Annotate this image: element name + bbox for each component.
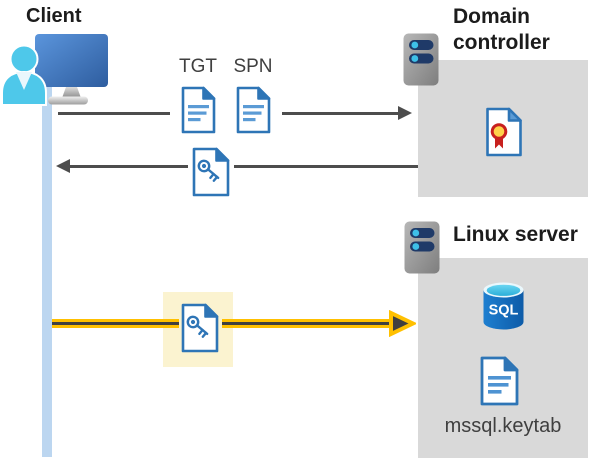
sql-connection-arrow-segment (222, 319, 392, 328)
response-arrowhead-icon (56, 159, 70, 173)
key-document-icon (181, 303, 219, 353)
person-collar-icon (16, 72, 32, 90)
key-document-icon (192, 147, 230, 197)
client-timeline-bar (42, 86, 52, 457)
monitor-icon (35, 34, 108, 87)
tgt-document-icon (181, 86, 216, 134)
kerberos-ticket-wrap (188, 144, 234, 200)
person-head-icon (9, 44, 39, 74)
domain-controller-label: Domain controller (453, 5, 550, 54)
monitor-stand-icon (62, 87, 81, 98)
client-workstation-icon (1, 34, 108, 106)
keytab-document-icon (480, 356, 519, 406)
sql-icon-label: SQL (489, 303, 519, 319)
tgt-label: TGT (179, 56, 217, 77)
linux-server-label: Linux server (453, 223, 578, 246)
monitor-base-icon (48, 96, 88, 105)
sql-connection-arrow-segment (52, 319, 179, 328)
spn-label: SPN (233, 56, 273, 77)
domain-controller-server-icon (403, 33, 439, 86)
response-arrow (67, 165, 418, 168)
sql-database-icon: SQL (483, 282, 524, 330)
client-label: Client (26, 5, 82, 27)
spn-document-icon (236, 86, 271, 134)
sql-connection-arrowhead-icon (389, 310, 416, 337)
service-ticket-wrap (179, 302, 221, 354)
ticket-documents-row (170, 83, 282, 137)
certificate-icon (486, 107, 522, 157)
linux-server-icon (404, 221, 440, 274)
request-arrowhead-icon (398, 106, 412, 120)
keytab-label: mssql.keytab (444, 415, 562, 437)
